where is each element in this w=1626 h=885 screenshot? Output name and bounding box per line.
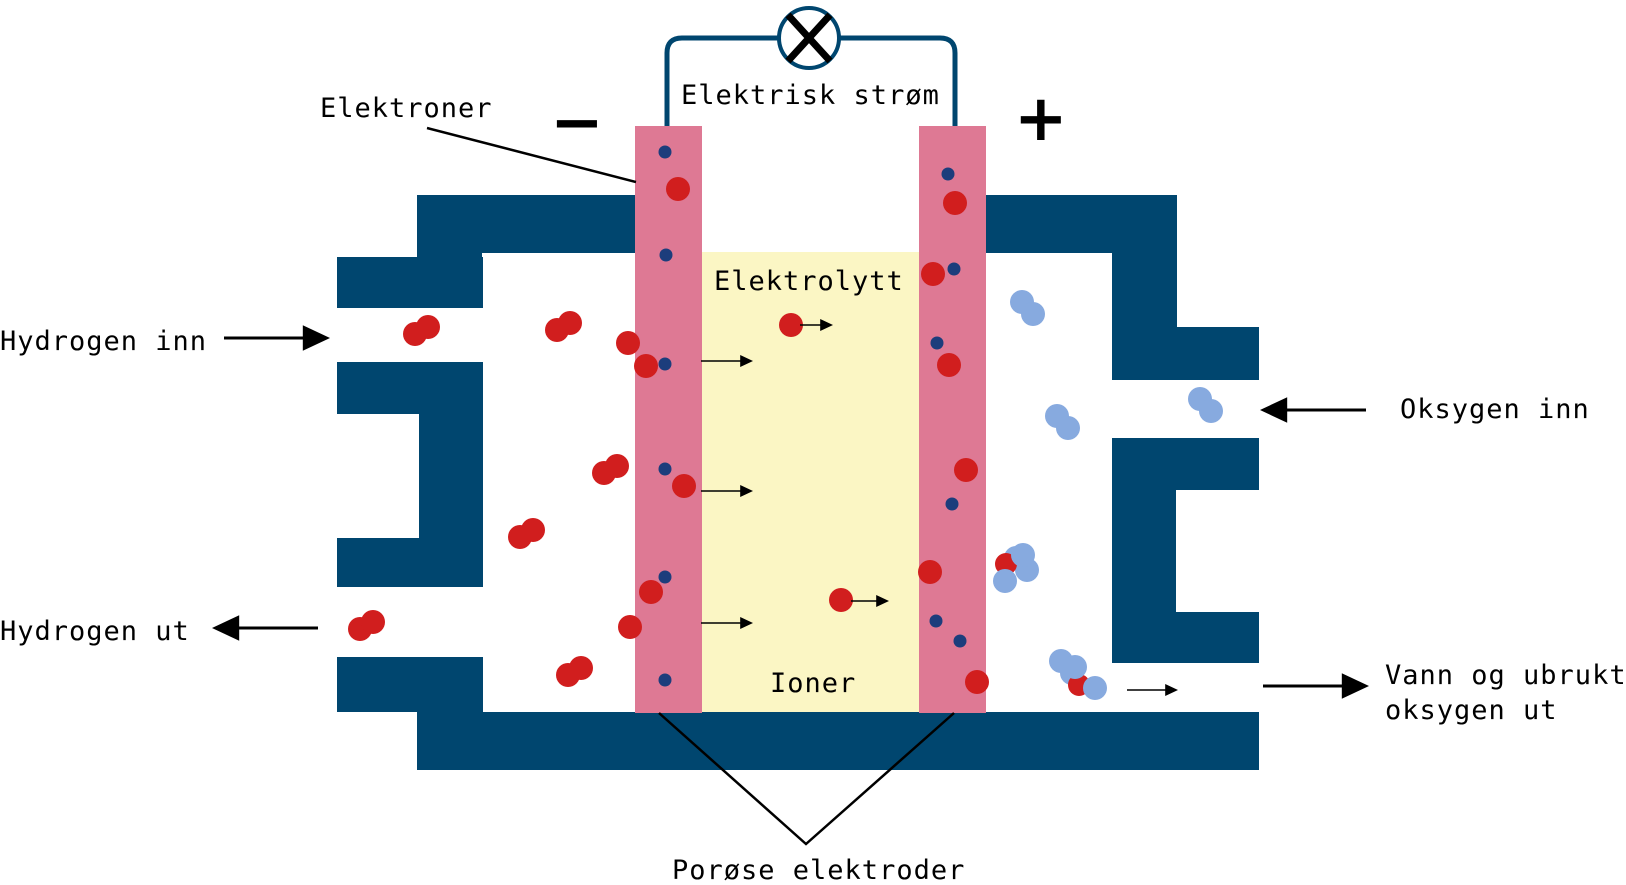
porous-electrodes-pointer [658,712,955,846]
ion-arrow [701,617,753,629]
electron [658,570,672,584]
hydrogen-out-label: Hydrogen ut [0,616,190,647]
hydrogen-atom [416,315,440,339]
electron [658,462,672,476]
hydrogen-out-arrow [212,615,318,641]
water-out-label-line2: oksygen ut [1385,695,1558,726]
hydrogen-ion [937,353,961,377]
flow-arrows [212,319,1369,699]
hydrogen-ion [616,331,640,355]
hydrogen-ion [829,588,853,612]
ions-label: Ioner [770,668,856,699]
hydrogen-atom [521,518,545,542]
current-label: Elektrisk strøm [681,80,940,111]
oxygen-atom [1021,302,1045,326]
electron [658,673,672,687]
oxygen-in-arrow [1260,397,1366,423]
ion-arrow [701,485,753,497]
hydrogen-ion [921,262,945,286]
hydrogen-atom [569,656,593,680]
hydrogen-ion [918,560,942,584]
hydrogen-ion [943,191,967,215]
ion-arrow [701,355,753,367]
ion-arrow [800,319,833,331]
lamp-cross-icon [777,6,841,70]
hydrogen-ion [618,615,642,639]
hydrogen-atom [605,454,629,478]
electrons-pointer-line [426,126,637,184]
housing [337,195,1259,770]
oxygen-atom [993,569,1017,593]
hydrogen-ion [954,458,978,482]
oxygen-atom [1063,655,1087,679]
water-out-label-line1: Vann og ubrukt [1385,660,1626,691]
hydrogen-ion [672,474,696,498]
electron [929,614,943,628]
electrolyte-label: Elektrolytt [714,266,904,297]
electron [941,167,955,181]
hydrogen-ion [639,580,663,604]
hydrogen-ion [666,177,690,201]
water-out-arrow [1263,673,1369,699]
ion-arrow [851,595,889,607]
hydrogen-atom [558,311,582,335]
water-arrow [1127,684,1178,696]
cathode-electrode [919,126,986,713]
plus-sign: + [1014,82,1068,156]
electron [930,336,944,350]
hydrogen-ion [779,313,803,337]
hydrogen-in-label: Hydrogen inn [0,326,207,357]
electron [945,497,959,511]
hydrogen-atom [361,610,385,634]
anode-electrode [635,126,702,713]
hydrogen-ion [965,670,989,694]
electron [659,248,673,262]
electrons-label: Elektroner [320,93,493,124]
hydrogen-in-arrow [224,325,330,351]
porous-electrodes-label: Porøse elektroder [672,855,965,885]
oxygen-atom [1083,676,1107,700]
oxygen-atom [1056,416,1080,440]
particles [348,145,1223,700]
electron [658,357,672,371]
oxygen-atom [1011,543,1035,567]
electrolyte-region [700,252,920,712]
electron [953,634,967,648]
hydrogen-atom [995,553,1017,575]
electron [947,262,961,276]
minus-sign: − [550,86,604,160]
electron [658,145,672,159]
hydrogen-ion [634,354,658,378]
oxygen-in-label: Oksygen inn [1400,394,1590,425]
oxygen-atom [1199,399,1223,423]
